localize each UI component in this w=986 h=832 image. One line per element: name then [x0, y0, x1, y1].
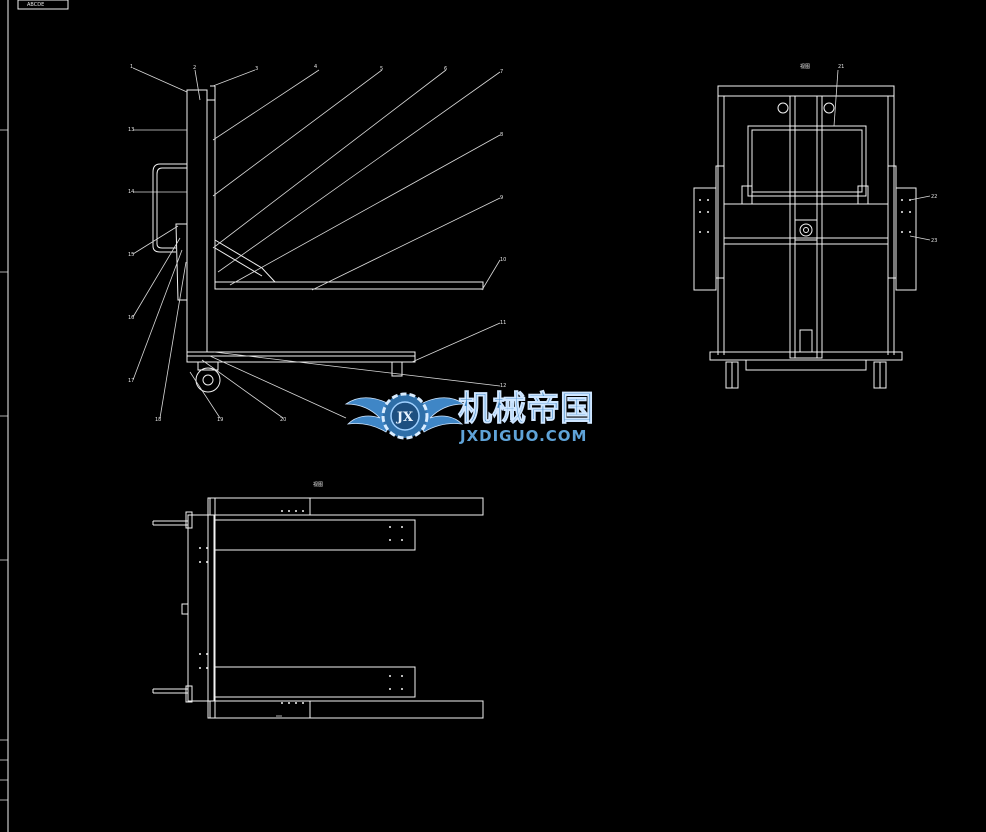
balloon-8: 8: [500, 132, 503, 138]
balloon-22: 22: [931, 194, 937, 200]
side-view: 1 2 3 4 5 6 7 8 9 10 11 12 13 14 15 16 1…: [128, 64, 506, 423]
watermark-en: JXDIGUO.COM: [459, 427, 587, 445]
balloon-14: 14: [128, 189, 134, 195]
balloon-23: 23: [931, 238, 937, 244]
title-tag: ABCDE: [27, 2, 44, 8]
top-view: 视图: [152, 481, 484, 719]
balloon-10: 10: [500, 257, 506, 263]
balloon-12: 12: [500, 383, 506, 389]
balloon-7: 7: [500, 69, 503, 75]
balloon-2: 2: [193, 65, 196, 71]
balloon-15: 15: [128, 252, 134, 258]
watermark-badge: JX: [396, 410, 414, 425]
balloon-20: 20: [280, 417, 286, 423]
balloon-1: 1: [130, 64, 133, 70]
balloon-13: 13: [128, 127, 134, 133]
front-view: 视图 21: [693, 63, 937, 389]
balloon-16: 16: [128, 315, 134, 321]
balloon-17: 17: [128, 378, 134, 384]
watermark-logo: JX 机械帝国 JXDIGUO.COM: [344, 389, 594, 445]
top-view-label: 视图: [313, 481, 323, 488]
drawing-border: ABCDE: [0, 0, 69, 832]
watermark-cn: 机械帝国: [458, 389, 594, 429]
balloon-19: 19: [217, 417, 223, 423]
balloon-3: 3: [255, 66, 258, 72]
balloon-6: 6: [444, 66, 447, 72]
balloon-5: 5: [380, 66, 383, 72]
balloon-11: 11: [500, 320, 506, 326]
front-view-label: 视图: [800, 63, 810, 70]
balloon-9: 9: [500, 195, 503, 201]
balloon-21: 21: [838, 64, 844, 70]
balloon-4: 4: [314, 64, 317, 70]
balloon-18: 18: [155, 417, 161, 423]
